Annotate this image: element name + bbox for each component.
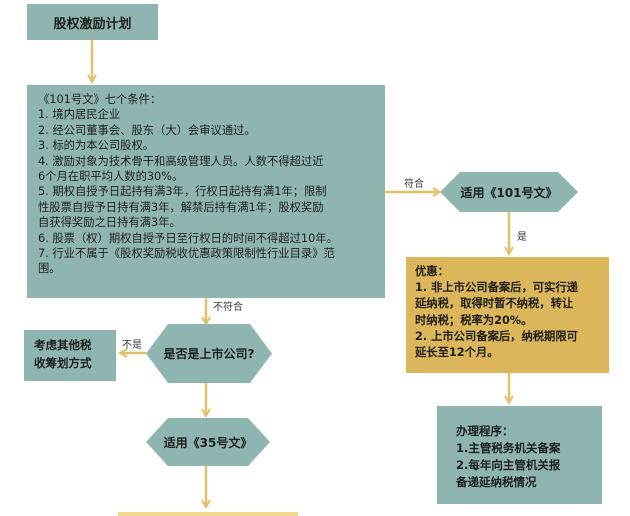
apply35-node: 适用《35号文》 — [146, 418, 270, 466]
hexagon-shape — [146, 324, 272, 383]
preferential-line: 1. 非上市公司备案后，可实行递 — [415, 281, 578, 295]
conditions-box: 《101号文》七个条件： 1. 境内居民企业 2. 经公司董事会、股东（大）会审… — [27, 85, 385, 298]
label-no: 不是 — [122, 340, 142, 351]
condition-line: 6个月在职平均人数的30%。 — [38, 170, 184, 184]
consider-line: 收筹划方式 — [34, 356, 92, 370]
apply101-node: 适用《101号文》 — [440, 172, 578, 212]
preferential-line: 时纳税；税率为20%。 — [415, 313, 533, 327]
hexagon-shape — [146, 418, 270, 466]
hexagon-shape — [440, 172, 578, 212]
procedure-box: 办理程序： 1.主管税务机关备案 2.每年向主管机关报 备递延纳税情况 — [437, 406, 602, 504]
conditions-heading: 《101号文》七个条件： — [38, 93, 162, 106]
apply35-text: 适用《35号文》 — [163, 435, 253, 450]
label-not-comply: 不符合 — [213, 302, 243, 313]
next-step-partial-box — [118, 512, 298, 516]
consider-line: 考虑其他税 — [34, 338, 92, 352]
procedure-line: 备递延纳税情况 — [456, 475, 537, 489]
listed-company-question: 是否是上市公司? — [146, 324, 272, 383]
preferential-line: 延纳税，取得时暂不纳税，转让 — [415, 297, 574, 311]
procedure-heading: 办理程序： — [456, 424, 514, 438]
condition-line: 围。 — [38, 262, 61, 276]
listed-question-text: 是否是上市公司? — [163, 347, 255, 361]
apply101-text: 适用《101号文》 — [460, 185, 558, 200]
title-text: 股权激励计划 — [53, 16, 132, 32]
condition-line: 7. 行业不属于《股权奖励税收优惠政策限制性行业目录》范 — [38, 247, 335, 261]
preferential-box: 优惠： 1. 非上市公司备案后，可实行递 延纳税，取得时暂不纳税，转让 时纳税；… — [406, 257, 609, 373]
condition-line: 自获得奖励之日持有满3年。 — [38, 216, 181, 230]
condition-line: 3. 标的为本公司股权。 — [38, 139, 155, 153]
label-comply: 符合 — [404, 179, 424, 190]
preferential-line: 2. 上市公司备案后，纳税期限可 — [415, 329, 578, 343]
title-box: 股权激励计划 — [27, 4, 158, 40]
condition-line: 1. 境内居民企业 — [38, 108, 121, 122]
condition-line: 5. 期权自授予日起持有满3年，行权日起持有满1年；限制 — [38, 185, 327, 199]
condition-line: 6. 股票（权）期权自授予日至行权日的时间不得超过10年。 — [38, 231, 338, 245]
condition-line: 2. 经公司董事会、股东（大）会审议通过。 — [38, 123, 256, 137]
condition-line: 4. 激励对象为技术骨干和高级管理人员。人数不得超过近 — [38, 154, 324, 168]
condition-line: 性股票自授予日持有满3年，解禁后持有满1年；股权奖励 — [38, 200, 324, 214]
label-yes: 是 — [517, 232, 527, 243]
procedure-line: 1.主管税务机关备案 — [456, 441, 561, 455]
preferential-line: 延长至12个月。 — [415, 346, 499, 360]
consider-other-box: 考虑其他税 收筹划方式 — [24, 330, 116, 381]
preferential-heading: 优惠： — [415, 265, 449, 278]
procedure-line: 2.每年向主管机关报 — [456, 458, 561, 472]
